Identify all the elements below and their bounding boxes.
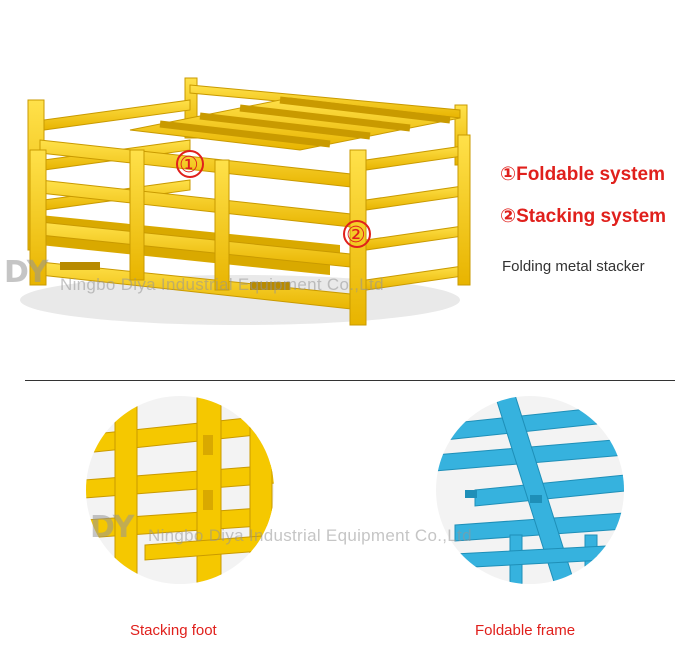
stacker-illustration [20,77,471,326]
marker-one-label: ① [179,152,199,177]
stacking-system-label: ②Stacking system [500,206,667,227]
watermark-company: Ningbo Diya Industrial Equipment Co.,Ltd [60,275,384,294]
foldable-system-label: ①Foldable system [500,164,665,185]
marker-two-label: ② [346,222,366,247]
marker-one [176,150,204,178]
detail-caption-stacking-foot: Stacking foot [130,622,217,639]
product-name: Folding metal stacker [502,258,645,275]
foldable-frame-image [436,396,624,584]
watermark-logo-bottom: DY [90,510,135,545]
section-divider [25,380,675,381]
watermark-company-bottom: Ningbo Diya Industrial Equipment Co.,Ltd [148,526,472,545]
watermark-logo: DY [4,255,49,290]
stacking-foot-image [86,396,274,584]
marker-two [343,220,371,248]
detail-caption-foldable-frame: Foldable frame [475,622,576,639]
